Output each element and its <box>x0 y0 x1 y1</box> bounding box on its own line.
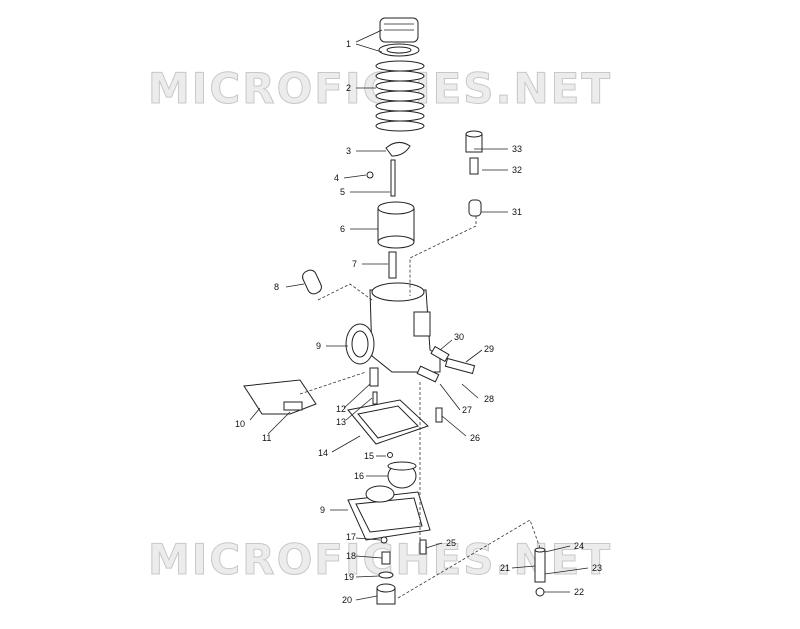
part-retainer-plate <box>385 142 411 157</box>
assembly-line-cap <box>317 283 373 301</box>
assembly-line-gasket <box>299 371 367 395</box>
callout-30: 30 <box>454 332 464 342</box>
part-float <box>387 461 417 489</box>
callout-31: 31 <box>512 207 522 217</box>
part-main-jet <box>381 551 391 565</box>
callout-13: 13 <box>336 417 346 427</box>
part-carburetor-body <box>345 282 441 373</box>
callout-26: 26 <box>470 433 480 443</box>
part-needle-jet <box>388 251 397 279</box>
watermark-bottom: MICROFICHES.NET <box>148 535 612 584</box>
part-gasket-sheet <box>243 379 317 415</box>
callout-28: 28 <box>484 394 494 404</box>
part-spring <box>375 60 425 132</box>
callout-27: 27 <box>462 405 472 415</box>
callout-20: 20 <box>342 595 352 605</box>
callout-3: 3 <box>346 146 351 156</box>
part-small-o-ring <box>387 452 393 458</box>
callout-23: 23 <box>592 563 602 573</box>
part-bowl-screw <box>419 539 427 555</box>
part-tube-clip <box>535 587 545 597</box>
part-clip <box>366 171 374 179</box>
assembly-line-cable <box>409 216 477 296</box>
callout-9-upper: 9 <box>316 341 321 351</box>
callout-1: 1 <box>346 39 351 49</box>
callout-15: 15 <box>364 451 374 461</box>
part-jet-needle <box>390 159 396 197</box>
part-pilot-jet <box>372 391 378 405</box>
callout-labels: 1 2 3 4 5 6 7 8 9 30 29 10 11 12 13 27 2… <box>235 39 602 605</box>
part-adjuster-spring <box>469 157 479 175</box>
callout-29: 29 <box>484 344 494 354</box>
part-pilot-screw <box>369 367 379 387</box>
part-cable-adjuster <box>465 130 483 153</box>
assembly-line-drain <box>397 519 541 599</box>
callout-5: 5 <box>340 187 345 197</box>
part-idle-spring <box>430 345 450 363</box>
callout-11: 11 <box>262 433 271 443</box>
part-cap <box>378 17 420 57</box>
part-throttle-slide <box>377 201 415 249</box>
callout-19: 19 <box>344 572 354 582</box>
callout-25: 25 <box>446 538 456 548</box>
part-cable-fitting <box>468 199 482 217</box>
callout-4: 4 <box>334 173 339 183</box>
part-drain-tube <box>534 549 546 583</box>
callout-12: 12 <box>336 404 346 414</box>
callout-21: 21 <box>500 563 510 573</box>
part-float-bowl <box>347 485 431 541</box>
leader-lines <box>249 29 589 601</box>
callout-9-lower: 9 <box>320 505 325 515</box>
callout-14: 14 <box>318 448 328 458</box>
part-drain-plug-washer <box>380 536 388 544</box>
callout-7: 7 <box>352 259 357 269</box>
part-rubber-cap <box>302 269 322 295</box>
callout-32: 32 <box>512 165 522 175</box>
callout-17: 17 <box>346 532 356 542</box>
callout-8: 8 <box>274 282 279 292</box>
callout-16: 16 <box>354 471 364 481</box>
part-idle-screw <box>444 357 476 375</box>
callout-2: 2 <box>346 83 351 93</box>
callout-10: 10 <box>235 419 245 429</box>
callout-33: 33 <box>512 144 522 154</box>
callout-18: 18 <box>346 551 356 561</box>
part-drain-plug <box>376 583 396 605</box>
part-gasket-ring <box>378 571 394 579</box>
part-air-screw <box>416 365 440 383</box>
part-bowl-screw-2 <box>435 407 443 423</box>
callout-6: 6 <box>340 224 345 234</box>
callout-22: 22 <box>574 587 584 597</box>
callout-24: 24 <box>574 541 584 551</box>
